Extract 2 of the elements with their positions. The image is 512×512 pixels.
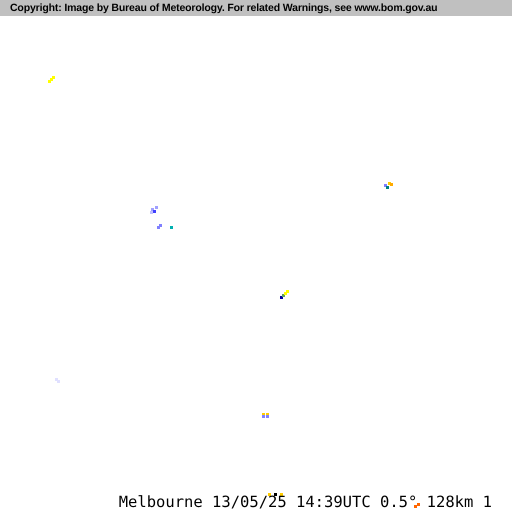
copyright-banner: Copyright: Image by Bureau of Meteorology. For related Warnings, see www.bom.gov.au xyxy=(0,0,512,16)
radar-info-text: Melbourne 13/05/25 14:39UTC 0.5° 128km 1 xyxy=(118,493,492,511)
